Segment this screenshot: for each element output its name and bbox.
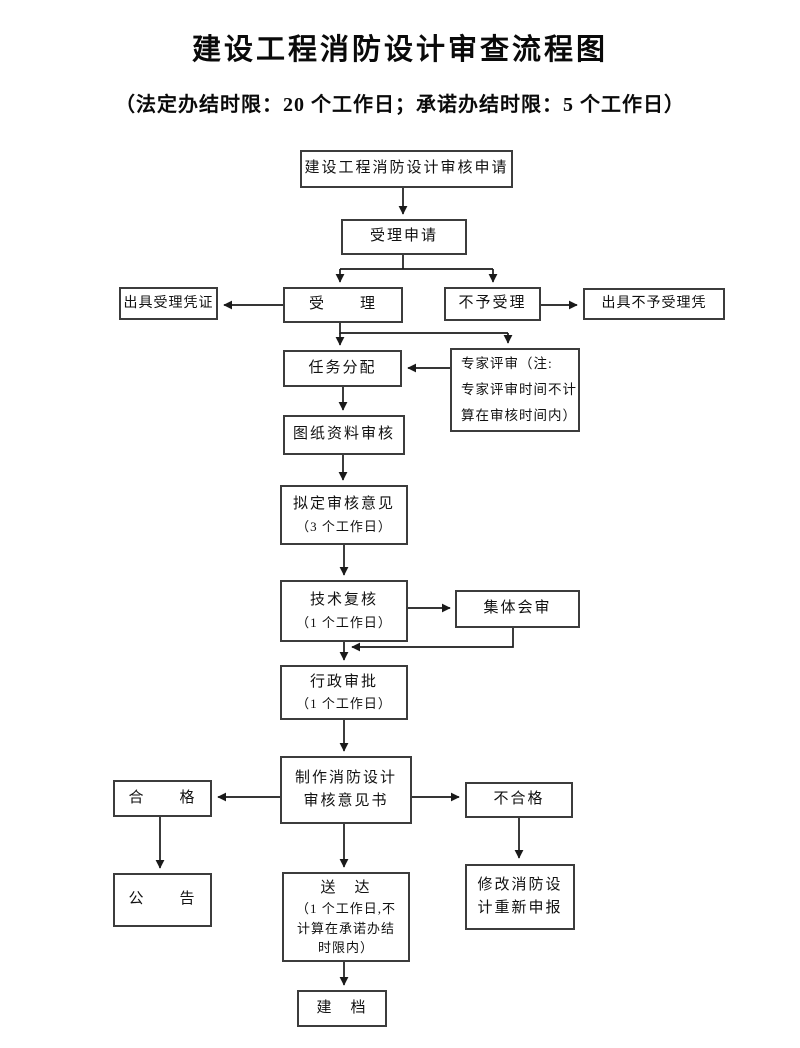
node-accept-application-label: 受理申请 [369,228,438,245]
node-issue-receipt-label: 出具受理凭证 [123,295,214,311]
node-task-assignment-label: 任务分配 [308,359,377,376]
node-delivery-line3: 计算在承诺办结 [296,920,395,936]
node-draft-opinion: 拟定审核意见 （3 个工作日） [280,485,408,545]
node-accept-label: 受 理 [308,296,377,313]
node-draft-opinion-line2: （3 个工作日） [296,518,392,534]
node-delivery-line1: 送 达 [320,879,372,896]
node-expert-review: 专家评审（注: 专家评审时间不计 算在审核时间内） [450,348,580,432]
node-delivery-line2: （1 个工作日,不 [295,901,396,916]
node-delivery-line4: 时限内） [317,940,374,955]
node-drawing-review-label: 图纸资料审核 [292,426,395,443]
node-reject: 不予受理 [444,287,541,321]
node-revise-line1: 修改消防设 [477,876,563,893]
node-announcement: 公 告 [113,873,212,927]
node-revise-resubmit: 修改消防设 计重新申报 [465,864,575,930]
node-accept: 受 理 [283,287,403,323]
node-announcement-label: 公 告 [128,891,197,908]
node-task-assignment: 任务分配 [283,350,402,387]
node-technical-recheck-line1: 技术复核 [309,592,378,609]
node-delivery: 送 达 （1 个工作日,不 计算在承诺办结 时限内） [282,872,410,962]
node-fail: 不合格 [465,782,573,818]
node-pass: 合 格 [113,780,212,817]
node-issue-rejection-label: 出具不予受理凭 [601,296,707,312]
node-expert-review-line1: 专家评审（注: [461,355,553,371]
node-apply-label: 建设工程消防设计审核申请 [304,160,509,177]
node-group-review-label: 集体会审 [483,600,552,617]
page-subtitle: （法定办结时限：20 个工作日；承诺办结时限：5 个工作日） [115,94,685,116]
node-expert-review-line3: 算在审核时间内） [461,408,577,424]
node-archive-label: 建 档 [316,999,368,1016]
node-draft-opinion-line1: 拟定审核意见 [292,496,395,513]
node-issue-rejection: 出具不予受理凭 [583,288,725,320]
node-administrative-approval-line1: 行政审批 [309,673,378,690]
node-group-review: 集体会审 [455,590,580,628]
node-apply: 建设工程消防设计审核申请 [300,150,513,188]
node-expert-review-line2: 专家评审时间不计 [461,381,577,397]
node-make-opinion-line1: 制作消防设计 [294,769,397,786]
node-issue-receipt: 出具受理凭证 [119,287,218,320]
page-title: 建设工程消防设计审查流程图 [191,34,608,66]
node-revise-line2: 计重新申报 [477,900,563,916]
node-archive: 建 档 [297,990,387,1027]
node-technical-recheck: 技术复核 （1 个工作日） [280,580,408,642]
node-fail-label: 不合格 [493,791,545,808]
node-technical-recheck-line2: （1 个工作日） [296,614,392,630]
node-make-opinion-document: 制作消防设计 审核意见书 [280,756,412,824]
node-administrative-approval: 行政审批 （1 个工作日） [280,665,408,720]
node-reject-label: 不予受理 [458,295,527,312]
node-accept-application: 受理申请 [341,219,467,255]
node-make-opinion-line2: 审核意见书 [303,793,389,809]
node-administrative-approval-line2: （1 个工作日） [296,696,392,712]
node-drawing-review: 图纸资料审核 [283,415,405,455]
node-pass-label: 合 格 [128,789,197,806]
